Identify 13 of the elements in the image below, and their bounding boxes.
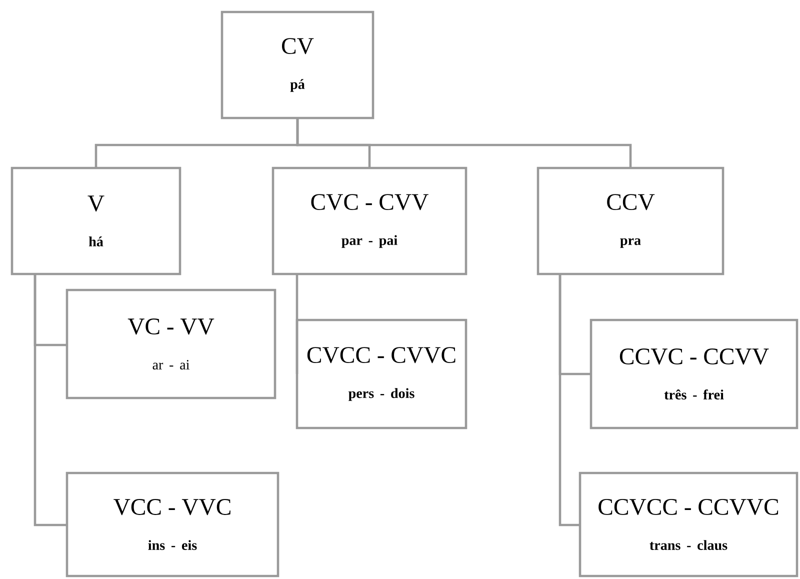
syllable-box: VC - VV ar - ai: [66, 288, 276, 400]
syllable-box: CVCC - CVVC pers - dois: [296, 318, 468, 430]
connector-line: [296, 274, 298, 374]
connector-line: [296, 118, 632, 168]
connector-line: [558, 274, 580, 526]
connector-line: [34, 274, 67, 526]
syllable-box: CCVC - CCVV três - frei: [590, 318, 798, 430]
syllable-box: CCV pra: [536, 166, 724, 276]
syllable-box: V há: [10, 166, 182, 276]
syllable-box: VCC - VVC ins - eis: [66, 472, 280, 578]
syllable-box: CCVCC - CCVVC trans - claus: [578, 472, 798, 578]
syllable-box: CV pá: [220, 10, 374, 120]
syllable-box: CVC - CVV par - pai: [272, 166, 468, 276]
